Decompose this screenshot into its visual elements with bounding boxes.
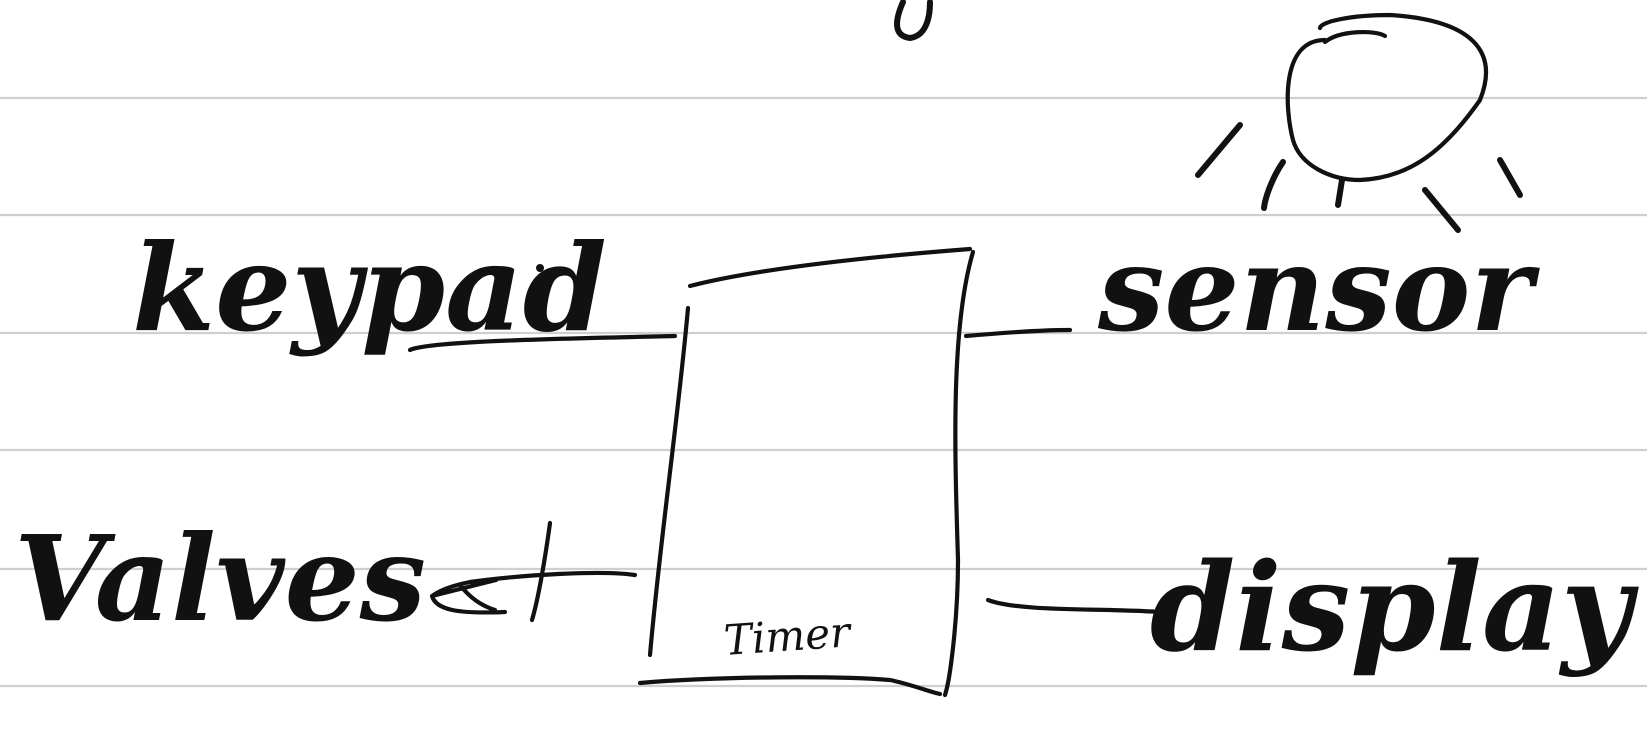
sensor-connector (963, 327, 1073, 339)
ruled-lines (0, 96, 1647, 688)
valves-arrow (429, 570, 638, 615)
keypad-connector (407, 333, 678, 353)
display-label: display (1150, 535, 1639, 679)
display-connector (985, 597, 1163, 615)
display-group: display (985, 535, 1639, 679)
keypad-label: keypad (132, 218, 607, 359)
timer-box-left (647, 305, 691, 658)
sensor-label: sensor (1097, 219, 1540, 358)
keypad-dot (536, 264, 544, 272)
valves-label: Valves (14, 509, 426, 648)
timer-box-right (942, 249, 976, 698)
keypad-group: keypad (132, 218, 678, 359)
sensor-group: sensor (963, 12, 1540, 358)
timer-label: Timer (722, 607, 854, 665)
timer-block: Timer (637, 246, 976, 698)
valves-group: Valves (14, 509, 638, 648)
sensor-bulb-icon (1195, 12, 1523, 233)
valves-tick (529, 520, 553, 623)
timer-box-bottom (637, 675, 943, 697)
timer-box-top (687, 246, 973, 289)
top-stroke (894, 0, 933, 41)
